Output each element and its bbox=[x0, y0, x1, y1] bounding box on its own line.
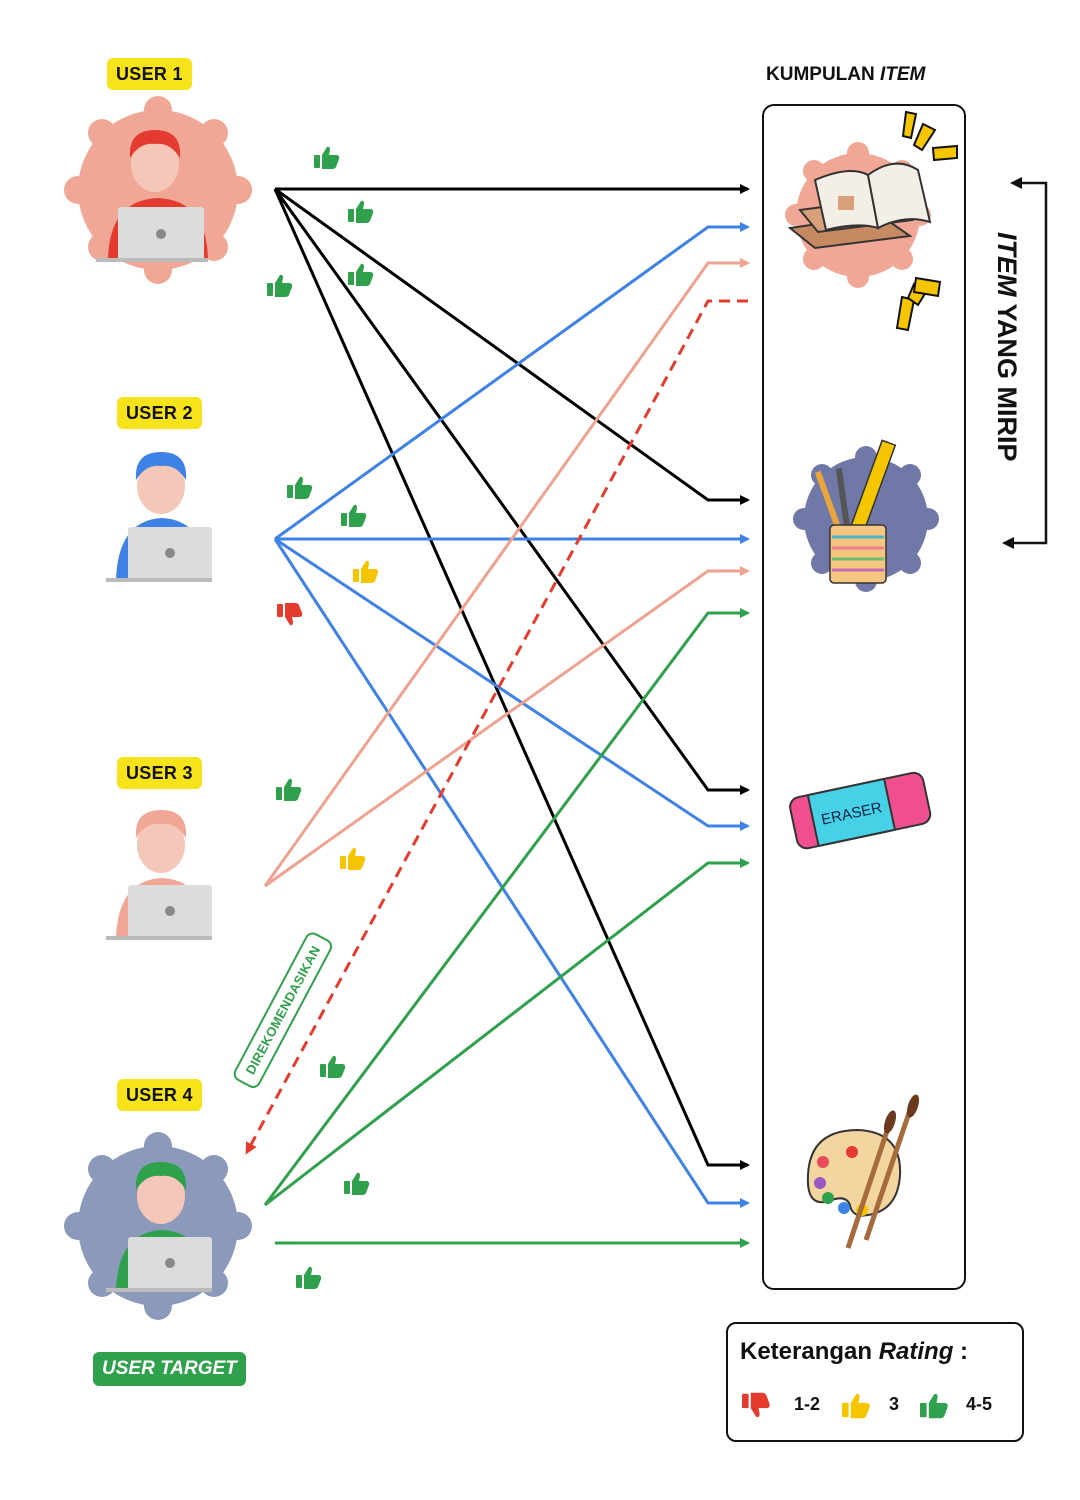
link-user2-eraser bbox=[274, 537, 750, 831]
paint-palette-icon bbox=[806, 1094, 920, 1249]
items-title: KUMPULAN ITEM bbox=[766, 64, 926, 85]
user4-badge: USER 4 bbox=[117, 1079, 202, 1111]
items-box bbox=[762, 104, 966, 1290]
thumbs-up-icon bbox=[920, 1393, 948, 1419]
user3-links bbox=[263, 258, 750, 888]
legend-title: Keterangan Rating : bbox=[740, 1338, 969, 1365]
rating-legend bbox=[726, 1322, 1024, 1442]
legend-range-mid: 3 bbox=[889, 1394, 900, 1414]
link-user3-stationery bbox=[264, 566, 750, 888]
legend-range-high: 4-5 bbox=[966, 1394, 993, 1414]
link-user1-stationery bbox=[274, 187, 750, 505]
user4-links bbox=[263, 608, 750, 1248]
link-user1-palette bbox=[273, 188, 750, 1170]
user1-avatar bbox=[64, 96, 252, 284]
stationery-cup-icon bbox=[793, 439, 939, 592]
link-user4-eraser bbox=[264, 858, 750, 1207]
user2-badge: USER 2 bbox=[117, 397, 202, 429]
user4-avatar bbox=[64, 1132, 252, 1320]
link-user3-book bbox=[263, 258, 750, 887]
user-target-badge: USER TARGET bbox=[93, 1352, 246, 1386]
link-user1-eraser bbox=[273, 188, 750, 795]
user3-avatar bbox=[106, 810, 212, 940]
book-icon bbox=[785, 110, 958, 332]
eraser-icon: ERASER bbox=[789, 771, 932, 850]
user1-badge: USER 1 bbox=[107, 58, 192, 90]
thumbs-down-icon bbox=[742, 1392, 770, 1418]
link-user2-book bbox=[274, 222, 750, 541]
thumbs-up-icon bbox=[842, 1393, 870, 1419]
user2-avatar bbox=[106, 452, 212, 582]
recommendation-arrow bbox=[245, 299, 748, 1155]
user1-links bbox=[273, 184, 750, 1170]
link-user2-palette bbox=[273, 538, 750, 1208]
legend-range-low: 1-2 bbox=[794, 1394, 821, 1414]
user3-badge: USER 3 bbox=[117, 757, 202, 789]
link-user4-stationery bbox=[263, 608, 750, 1206]
